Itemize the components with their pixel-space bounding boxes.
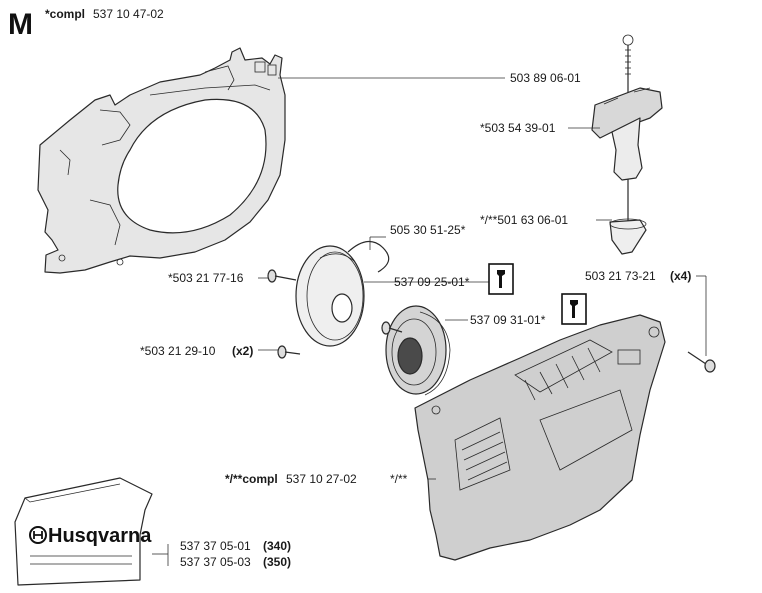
part-marker-starter-housing: */** xyxy=(390,472,408,486)
section-letter: M xyxy=(8,8,33,41)
part-prefix-starter-housing: */**compl xyxy=(225,472,278,486)
decal-brand-name: Husqvarna xyxy=(48,525,152,547)
part-number-pulley-screw: *503 21 77-16 xyxy=(168,271,244,285)
section-compl-number: 537 10 47-02 xyxy=(93,7,164,21)
part-number-spring-cassette: 537 09 31-01* xyxy=(470,313,546,327)
part-qty-decal-340: (340) xyxy=(263,539,291,553)
wrench-icon xyxy=(488,263,514,295)
part-number-rope: 505 30 51-25* xyxy=(390,223,466,237)
starter-housing-drawing xyxy=(414,314,666,561)
cover-plate-drawing xyxy=(37,47,286,274)
part-number-handle-guide: */**501 63 06-01 xyxy=(480,213,568,227)
part-number-handle: *503 54 39-01 xyxy=(480,121,556,135)
handle-drawing xyxy=(591,34,663,255)
cover-screw-drawing xyxy=(687,351,716,373)
pulley-screw-drawing xyxy=(267,269,297,283)
part-number-decal-350: 537 37 05-03 xyxy=(180,555,251,569)
part-number-cover-plate: 503 89 06-01 xyxy=(510,71,581,85)
husqvarna-logo-icon xyxy=(29,526,47,544)
rope-drawing xyxy=(347,240,390,273)
decal-drawing: Husqvarna xyxy=(14,477,153,586)
part-qty-cover-screw: (x4) xyxy=(670,269,691,283)
part-number-starter-housing: 537 10 27-02 xyxy=(286,472,357,486)
part-number-pulley: 537 09 25-01* xyxy=(394,275,470,289)
part-number-small-screw: *503 21 29-10 xyxy=(140,344,216,358)
part-number-decal-340: 537 37 05-01 xyxy=(180,539,251,553)
part-number-cover-screw: 503 21 73-21 xyxy=(585,269,656,283)
spring-cassette-drawing xyxy=(385,305,451,396)
wrench-icon xyxy=(561,293,587,325)
part-qty-small-screw: (x2) xyxy=(232,344,253,358)
small-screw-drawing xyxy=(277,321,403,359)
part-qty-decal-350: (350) xyxy=(263,555,291,569)
pulley-drawing xyxy=(295,245,365,347)
section-compl-prefix: *compl xyxy=(45,7,85,21)
